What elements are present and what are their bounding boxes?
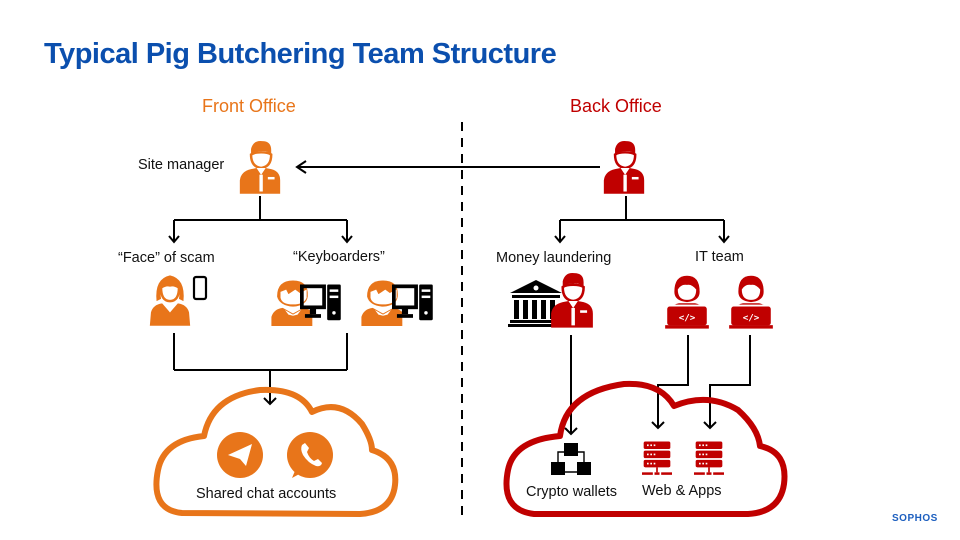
- web-apps-label: Web & Apps: [642, 483, 722, 499]
- woman-person-icon: [148, 274, 192, 328]
- smartphone-icon: [192, 275, 208, 301]
- site-manager-icon: [238, 140, 282, 196]
- computer-icon: [300, 284, 342, 322]
- server-icon: [642, 441, 672, 475]
- server-icon: [694, 441, 724, 475]
- back-office-heading: Back Office: [570, 96, 662, 116]
- back-office-cloud: [503, 380, 788, 517]
- shared-chat-accounts-label: Shared chat accounts: [196, 486, 337, 502]
- money-launderer-icon: [549, 272, 595, 329]
- bank-icon: [508, 280, 564, 327]
- site-manager-label: Site manager: [138, 157, 225, 173]
- back-office-boss-icon: [602, 140, 646, 196]
- shared-chat-cloud: [153, 386, 399, 517]
- arrowhead: [295, 160, 307, 174]
- computer-icon: [392, 284, 434, 322]
- face-of-scam-label: “Face” of scam: [118, 250, 215, 266]
- keyboarders-label: “Keyboarders”: [293, 249, 385, 265]
- crypto-wallets-label: Crypto wallets: [526, 484, 618, 500]
- telegram-icon: [217, 432, 263, 478]
- front-office-heading: Front Office: [202, 96, 296, 116]
- whatsapp-icon: [287, 432, 333, 478]
- money-laundering-label: Money laundering: [496, 250, 612, 266]
- page-title: Typical Pig Butchering Team Structure: [44, 38, 557, 70]
- sophos-logo: SOPHOS: [892, 513, 938, 524]
- developer-laptop-icon: [664, 274, 710, 330]
- blockchain-icon: [551, 443, 591, 475]
- connectors: [168, 160, 751, 436]
- developer-laptop-icon: [728, 274, 774, 330]
- it-team-label: IT team: [695, 249, 744, 265]
